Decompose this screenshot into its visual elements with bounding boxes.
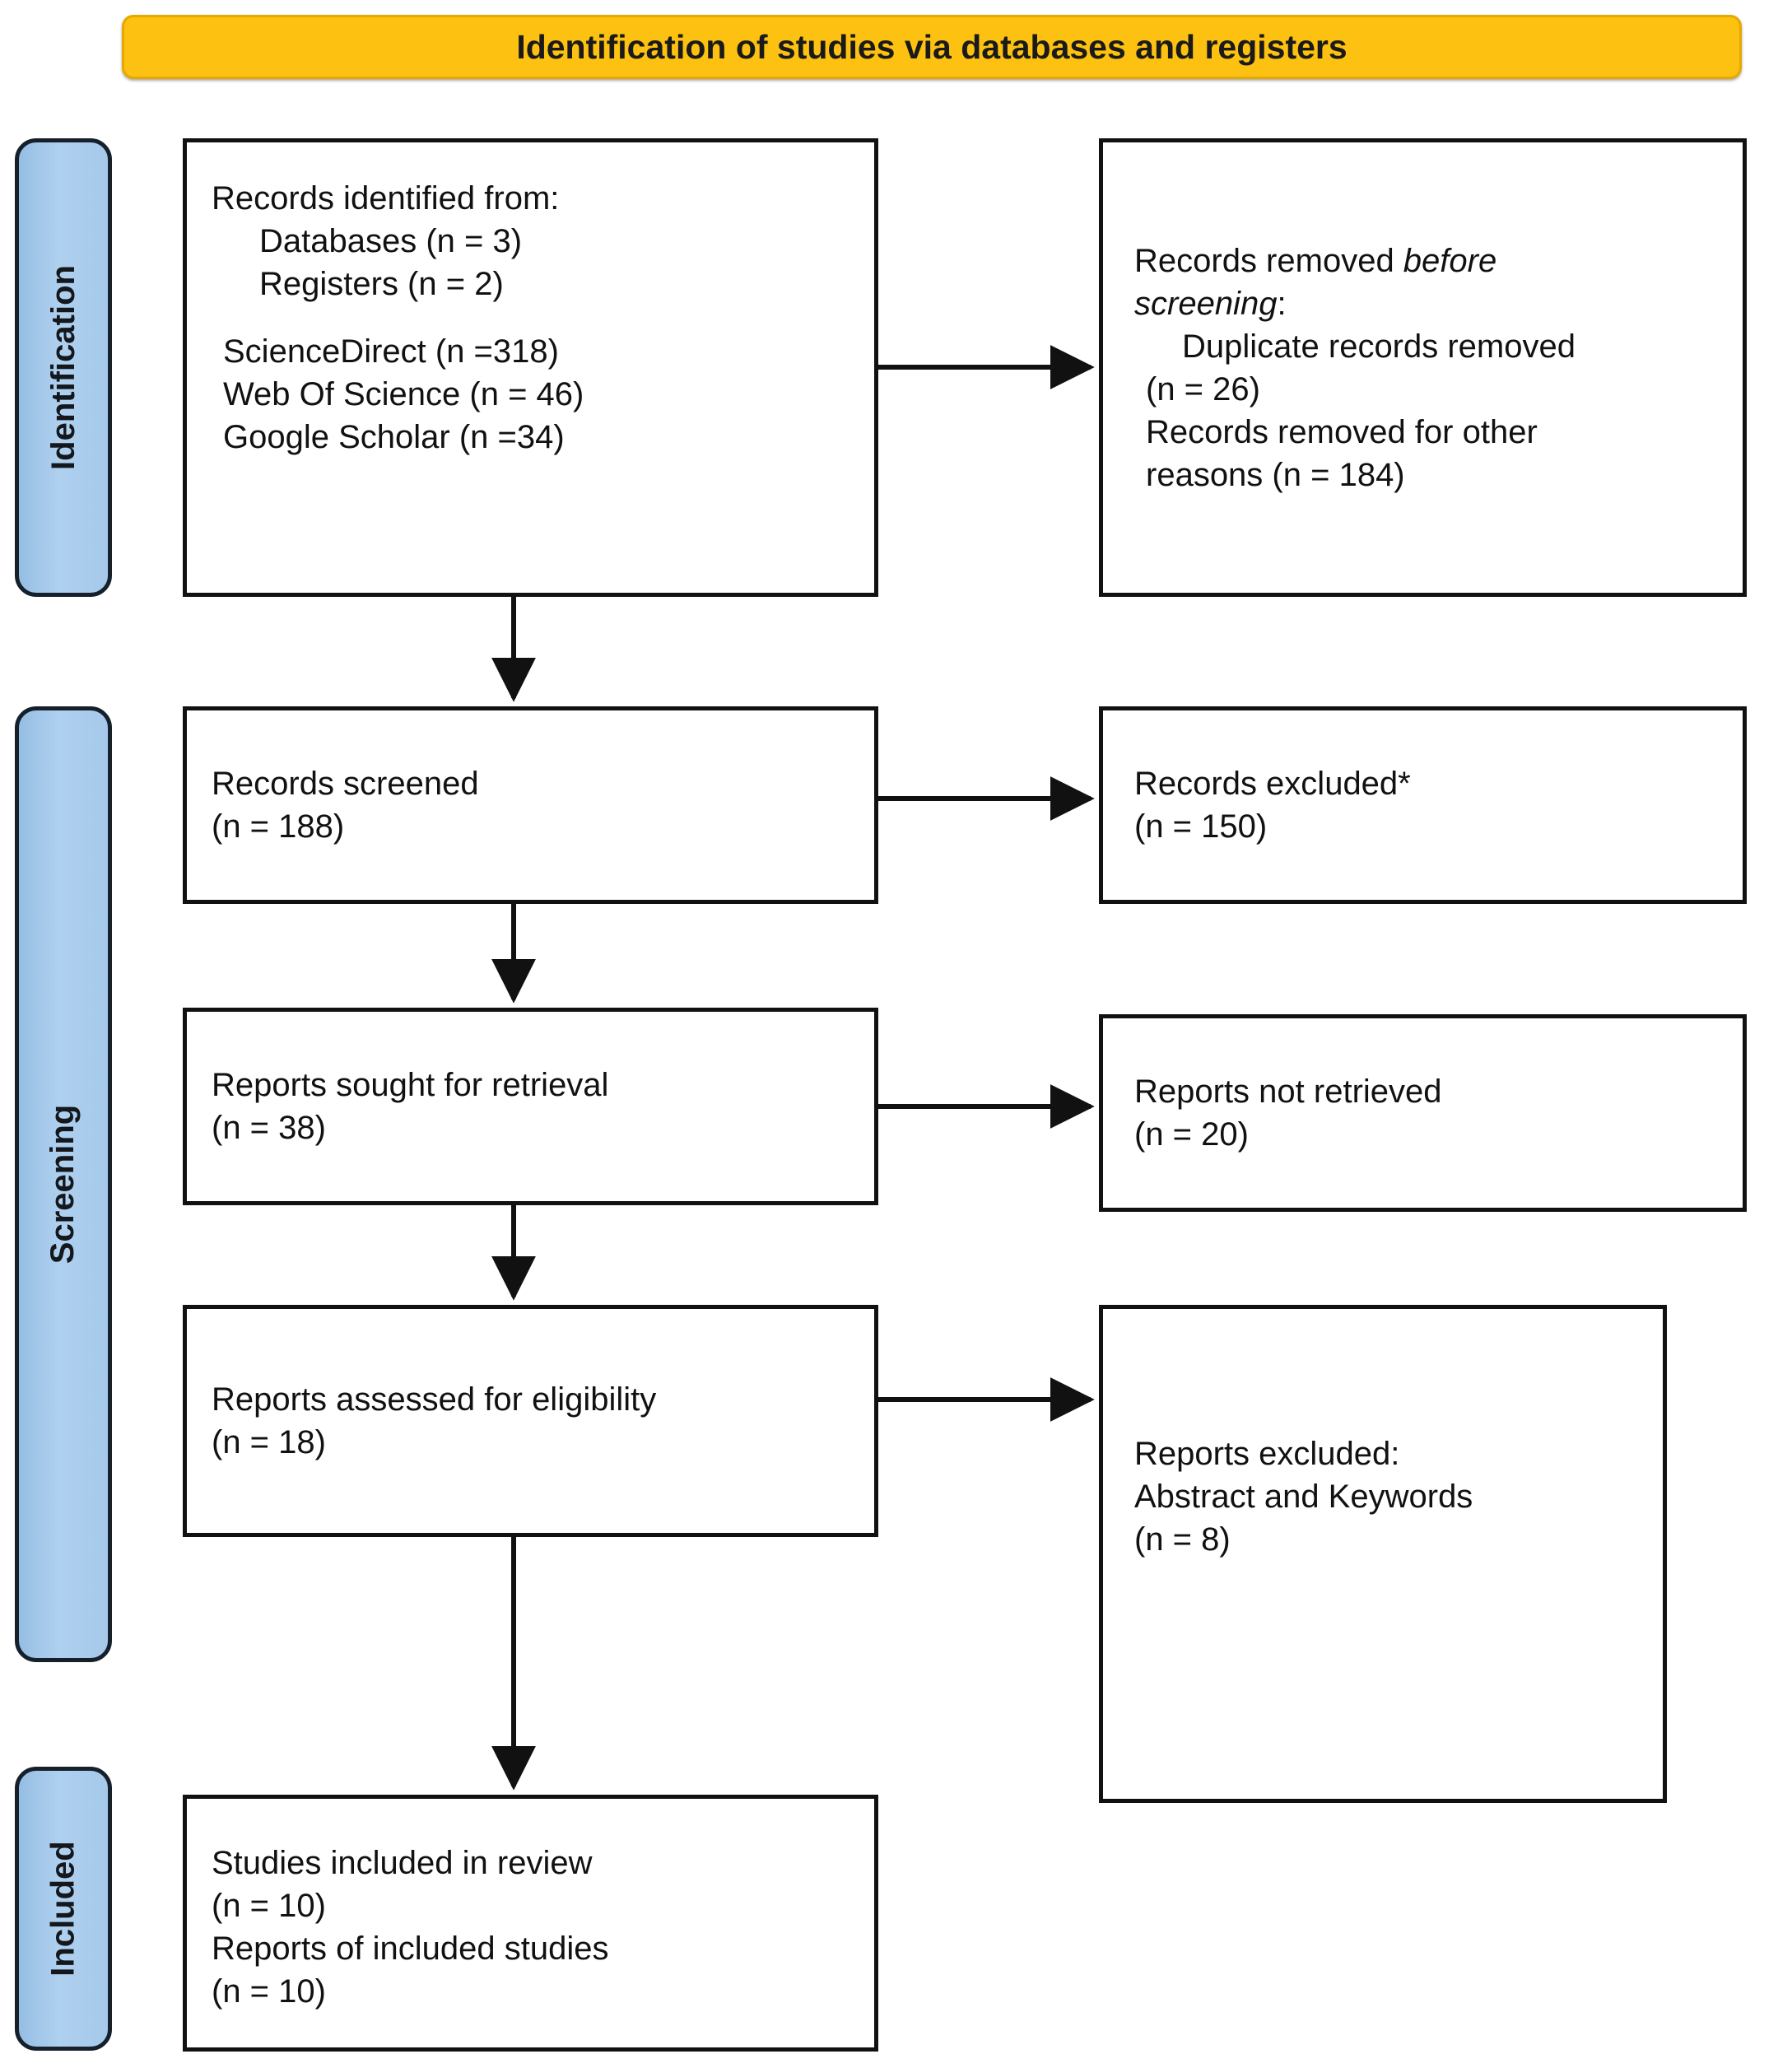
box-reports-excluded: Reports excluded: Abstract and Keywords … [1099,1305,1667,1803]
removed-heading-line1: Records removed before [1134,240,1728,282]
phase-label-screening: Screening [15,706,112,1662]
records-identified-webofscience: Web Of Science (n = 46) [223,376,584,412]
removed-heading-line2: screening: [1134,282,1728,325]
reports-not-retrieved-count: (n = 20) [1134,1116,1249,1153]
phase-label-identification-text: Identification [44,265,81,470]
phase-label-included-text: Included [44,1841,81,1977]
records-excluded-count: (n = 150) [1134,808,1268,845]
box-studies-included: Studies included in review (n = 10) Repo… [183,1795,878,2052]
phase-label-screening-text: Screening [44,1104,81,1265]
removed-heading-line2-a: screening [1134,285,1278,322]
box-reports-sought-for-retrieval: Reports sought for retrieval (n = 38) [183,1008,878,1205]
box-reports-not-retrieved: Reports not retrieved (n = 20) [1099,1014,1747,1212]
reports-assessed-count: (n = 18) [212,1424,326,1460]
studies-included-label: Studies included in review [212,1845,593,1881]
box-records-removed-before-screening: Records removed before screening: Duplic… [1099,138,1747,597]
records-identified-registers: Registers (n = 2) [259,266,504,302]
box-records-screened: Records screened (n = 188) [183,706,878,904]
records-screened-label: Records screened [212,766,479,802]
reports-sought-label: Reports sought for retrieval [212,1067,609,1103]
reports-assessed-label: Reports assessed for eligibility [212,1381,657,1418]
removed-duplicates-n: (n = 26) [1146,370,1260,408]
reports-sought-count: (n = 38) [212,1110,326,1146]
phase-label-identification: Identification [15,138,112,597]
reports-excluded-reason: Abstract and Keywords [1134,1479,1473,1515]
records-identified-sciencedirect: ScienceDirect (n =318) [223,333,559,370]
removed-other-reasons: Records removed for other [1146,413,1538,450]
phase-label-included: Included [15,1767,112,2051]
studies-included-count: (n = 10) [212,1888,326,1924]
banner-title: Identification of studies via databases … [516,27,1347,66]
removed-heading-line1-a: Records removed [1134,242,1403,279]
removed-other-reasons-n: reasons (n = 184) [1146,456,1405,493]
box-records-excluded: Records excluded* (n = 150) [1099,706,1747,904]
records-identified-spacer [212,305,859,330]
records-identified-heading: Records identified from: [212,180,560,217]
records-screened-count: (n = 188) [212,808,345,845]
records-excluded-label: Records excluded* [1134,766,1411,802]
reports-of-included-studies-label: Reports of included studies [212,1931,609,1967]
diagram-banner: Identification of studies via databases … [122,15,1742,79]
box-reports-assessed-for-eligibility: Reports assessed for eligibility (n = 18… [183,1305,878,1537]
records-identified-googlescholar: Google Scholar (n =34) [223,419,565,455]
reports-of-included-studies-count: (n = 10) [212,1973,326,2010]
box-records-identified: Records identified from: Databases (n = … [183,138,878,597]
removed-heading-line2-b: : [1277,285,1287,322]
removed-heading-line1-b: before [1403,242,1497,279]
records-identified-databases: Databases (n = 3) [259,223,523,259]
reports-not-retrieved-label: Reports not retrieved [1134,1074,1442,1110]
reports-excluded-label: Reports excluded: [1134,1436,1400,1472]
removed-duplicates: Duplicate records removed [1182,328,1576,365]
reports-excluded-count: (n = 8) [1134,1521,1231,1558]
